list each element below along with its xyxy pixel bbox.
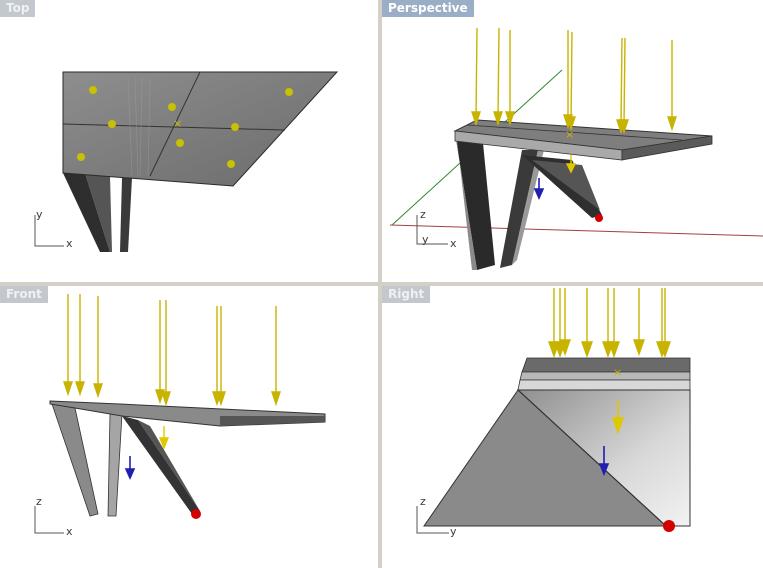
axis-label-z: z bbox=[420, 208, 426, 221]
sun-position-marker bbox=[191, 509, 201, 519]
tabletop-edge bbox=[621, 135, 713, 161]
axis-label-x: x bbox=[66, 525, 73, 538]
viewport-title-front[interactable]: Front bbox=[0, 286, 48, 303]
viewport-top[interactable]: Top × y x bbox=[0, 0, 378, 282]
down-arrow bbox=[124, 456, 136, 480]
axis-label-x: x bbox=[450, 237, 457, 250]
axes-icon bbox=[416, 215, 448, 245]
viewport-right[interactable]: Right × bbox=[382, 286, 763, 568]
table-leg bbox=[455, 133, 477, 270]
sun-position-marker bbox=[595, 214, 603, 222]
sun-position-marker bbox=[663, 520, 675, 532]
table-leg bbox=[500, 150, 538, 268]
axes-icon bbox=[34, 215, 64, 247]
tabletop-edge bbox=[517, 379, 691, 391]
table-leg bbox=[455, 133, 495, 270]
sun-direction-arrow bbox=[611, 400, 625, 435]
table-leg bbox=[85, 173, 112, 252]
world-x-axis bbox=[389, 224, 763, 237]
axis-label-y: y bbox=[450, 525, 457, 538]
table-leg bbox=[51, 403, 99, 517]
axes-icon bbox=[416, 506, 449, 534]
diagonal-brace bbox=[138, 420, 200, 511]
table-leg bbox=[107, 413, 123, 517]
tabletop-surface bbox=[62, 71, 339, 187]
axis-label-x: x bbox=[66, 237, 73, 250]
axis-label-y: y bbox=[36, 208, 43, 221]
viewport-front[interactable]: Front z x bbox=[0, 286, 378, 568]
tabletop-edge bbox=[519, 371, 691, 381]
axis-label-z: z bbox=[36, 495, 42, 508]
down-arrow bbox=[598, 446, 610, 477]
sun-direction-arrow bbox=[565, 155, 577, 174]
tabletop-edge bbox=[521, 357, 691, 373]
axis-label-z: z bbox=[420, 495, 426, 508]
table-leg bbox=[120, 178, 132, 252]
front-view-canvas bbox=[34, 294, 326, 534]
down-arrow bbox=[533, 178, 545, 200]
light-direction-arrows bbox=[471, 27, 677, 135]
right-view-canvas: × bbox=[416, 288, 691, 534]
diagonal-brace bbox=[522, 155, 602, 218]
tabletop-edge bbox=[220, 416, 325, 426]
perspective-view-canvas: × bbox=[389, 27, 763, 270]
viewport-title-perspective[interactable]: Perspective bbox=[382, 0, 474, 17]
svg-text:×: × bbox=[565, 128, 574, 141]
axis-label-y: y bbox=[422, 233, 429, 246]
control-points bbox=[77, 86, 293, 168]
svg-text:×: × bbox=[613, 366, 622, 379]
diagonal-brace bbox=[532, 160, 600, 210]
viewport-perspective[interactable]: Perspective × bbox=[382, 0, 763, 282]
viewport-title-right[interactable]: Right bbox=[382, 286, 431, 303]
light-direction-arrows bbox=[63, 294, 281, 407]
table-leg bbox=[63, 173, 110, 252]
axes-icon bbox=[34, 506, 64, 534]
sun-direction-arrow bbox=[158, 426, 170, 450]
table-leg bbox=[512, 150, 544, 265]
svg-text:×: × bbox=[173, 117, 182, 130]
top-view-canvas: × bbox=[34, 71, 339, 252]
light-direction-arrows bbox=[548, 288, 671, 359]
viewport-title-top[interactable]: Top bbox=[0, 0, 36, 17]
diagonal-brace bbox=[122, 416, 200, 514]
